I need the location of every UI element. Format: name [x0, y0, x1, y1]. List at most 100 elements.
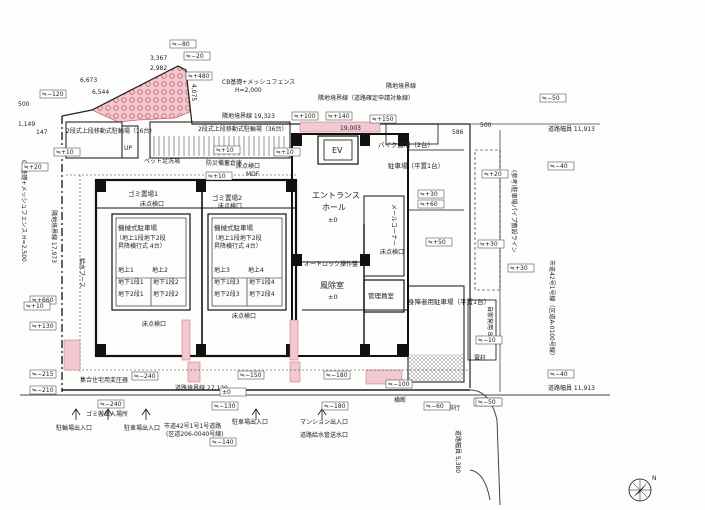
level-marker: ≒−40: [547, 161, 575, 171]
level-marker: ≒+480: [185, 71, 213, 81]
level-marker: ≒+30: [477, 239, 505, 249]
room-mdf: MDF: [246, 171, 260, 178]
road-width-bottom: 道路幅員 11,913: [548, 384, 595, 392]
north-label: N: [652, 475, 657, 482]
access-crossing: 横断: [394, 396, 406, 404]
mech-b-cell: 地下1段4: [249, 278, 275, 286]
mech-a-title: 機械式駐車場: [118, 223, 158, 232]
generator-box: [467, 299, 497, 361]
level-box: [213, 145, 241, 155]
mech-b-cell: 地下2段4: [249, 290, 275, 298]
level-marker: ≒−210: [29, 385, 57, 395]
level-value: ≒+20: [24, 164, 42, 171]
level-marker: ≒+140: [325, 111, 353, 121]
planting-strip: [181, 319, 191, 361]
room-entrance-2: ホール: [322, 203, 346, 212]
bike-rack-upper: [149, 121, 291, 159]
road-width-right: 道路幅員 5,380: [454, 430, 462, 473]
boundary-bottom-label: 道路境界線 27,129: [175, 384, 228, 392]
check-hatch: 床点検口: [232, 312, 256, 320]
level-marker: ≒−50: [475, 397, 503, 407]
level-marker: ≒−140: [209, 437, 237, 447]
level-value: ≒+50: [428, 239, 446, 246]
mech-b-sub-1: （地上1段地下2段: [212, 234, 262, 242]
level-marker: ≒+100: [291, 111, 319, 121]
level-value: ≒+150: [372, 116, 394, 123]
level-value: ≒+30: [510, 265, 528, 272]
boundary-upper-label: 隣地境界線 19,323: [222, 112, 275, 120]
level-marker: ≒+20: [21, 162, 49, 172]
boundary-left-label: 隣地境界線 17,973: [50, 210, 58, 263]
level-marker: ≒−180: [323, 370, 351, 380]
level-box: [475, 397, 503, 407]
level-box: [185, 71, 213, 81]
level-box: [321, 401, 349, 411]
access-bike: 駐輪場出入口: [56, 424, 92, 432]
check-hatch: 床点検口: [140, 200, 164, 208]
level-value: ≒−180: [326, 372, 348, 379]
room-wind: 風除室: [320, 280, 344, 290]
level-marker: ≒−80: [169, 39, 197, 49]
stair-box: [121, 125, 139, 159]
level-value: ≒−130: [214, 403, 236, 410]
level-value: ≒−60: [426, 403, 444, 410]
level-marker: ≒−10: [475, 335, 503, 345]
level-box: [169, 39, 197, 49]
road-width-top: 道路幅員 11,913: [548, 125, 595, 133]
room-bike-flat: 2段式上段移動式駐輪場（36台）: [198, 125, 287, 133]
room-manager: 管理員室: [368, 291, 395, 300]
level-value: ≒−80: [172, 41, 190, 48]
manager-room-box: [363, 279, 405, 313]
mech-a-cell: 地下2段1: [118, 290, 144, 298]
column: [96, 344, 106, 356]
planting-strip: [187, 361, 201, 383]
level-box: [205, 171, 233, 181]
level-value: ≒−100: [388, 381, 410, 388]
planting-strip: [289, 361, 301, 383]
column: [96, 180, 106, 192]
level-marker: ≒−215: [29, 369, 57, 379]
access-trash: ゴミ搬出入場所: [86, 410, 128, 418]
level-marker: ≒−150: [237, 370, 265, 380]
level-value: ≒−50: [478, 399, 496, 406]
level-box: [475, 335, 503, 345]
mech-a-cell: 地上2: [152, 266, 168, 274]
planting-strip: [289, 319, 299, 361]
level-marker: ≒−60: [423, 401, 451, 411]
level-value: ≒+660: [32, 297, 54, 304]
level-box: [29, 385, 57, 395]
level-value: ±0: [222, 389, 231, 396]
check-hatch: 床点検口: [218, 202, 242, 210]
level-value: ≒+60: [420, 201, 438, 208]
level-marker: ≒−40: [547, 369, 575, 379]
level-value: ≒−240: [134, 373, 156, 380]
site-boundary-upper: [61, 65, 470, 125]
level-box: [211, 401, 239, 411]
level-value: ≒+100: [294, 113, 316, 120]
bike-rack-stripes: [153, 136, 285, 156]
planting-strip: [299, 121, 381, 133]
mech-b-cell: 地下1段3: [214, 278, 240, 286]
dim-500b: 500: [480, 122, 492, 129]
level-value: ≒−40: [550, 163, 568, 170]
level-marker: ≒+10: [213, 145, 241, 155]
level-box: [507, 263, 535, 273]
planting-circles: [92, 66, 190, 122]
bike-shelter-box: [385, 123, 439, 145]
level-box: [23, 301, 51, 311]
level-value: ≒+130: [32, 323, 54, 330]
level-marker: ≒+10: [205, 171, 233, 181]
level-box: [291, 111, 319, 121]
column: [398, 134, 408, 146]
planting-strip: [63, 339, 81, 371]
dim-586: 586: [452, 129, 464, 136]
mech-a-sub-1: （地上1段地下2段: [116, 234, 166, 242]
column: [196, 180, 206, 192]
room-bike-shelter: バイク置場（2台）: [378, 140, 434, 149]
level-marker: ±0: [219, 387, 247, 397]
column: [360, 254, 370, 266]
column: [360, 134, 370, 146]
level-box: [477, 239, 505, 249]
level-value: ≒−210: [32, 387, 54, 394]
mech-parking-b-pit: [207, 213, 287, 311]
